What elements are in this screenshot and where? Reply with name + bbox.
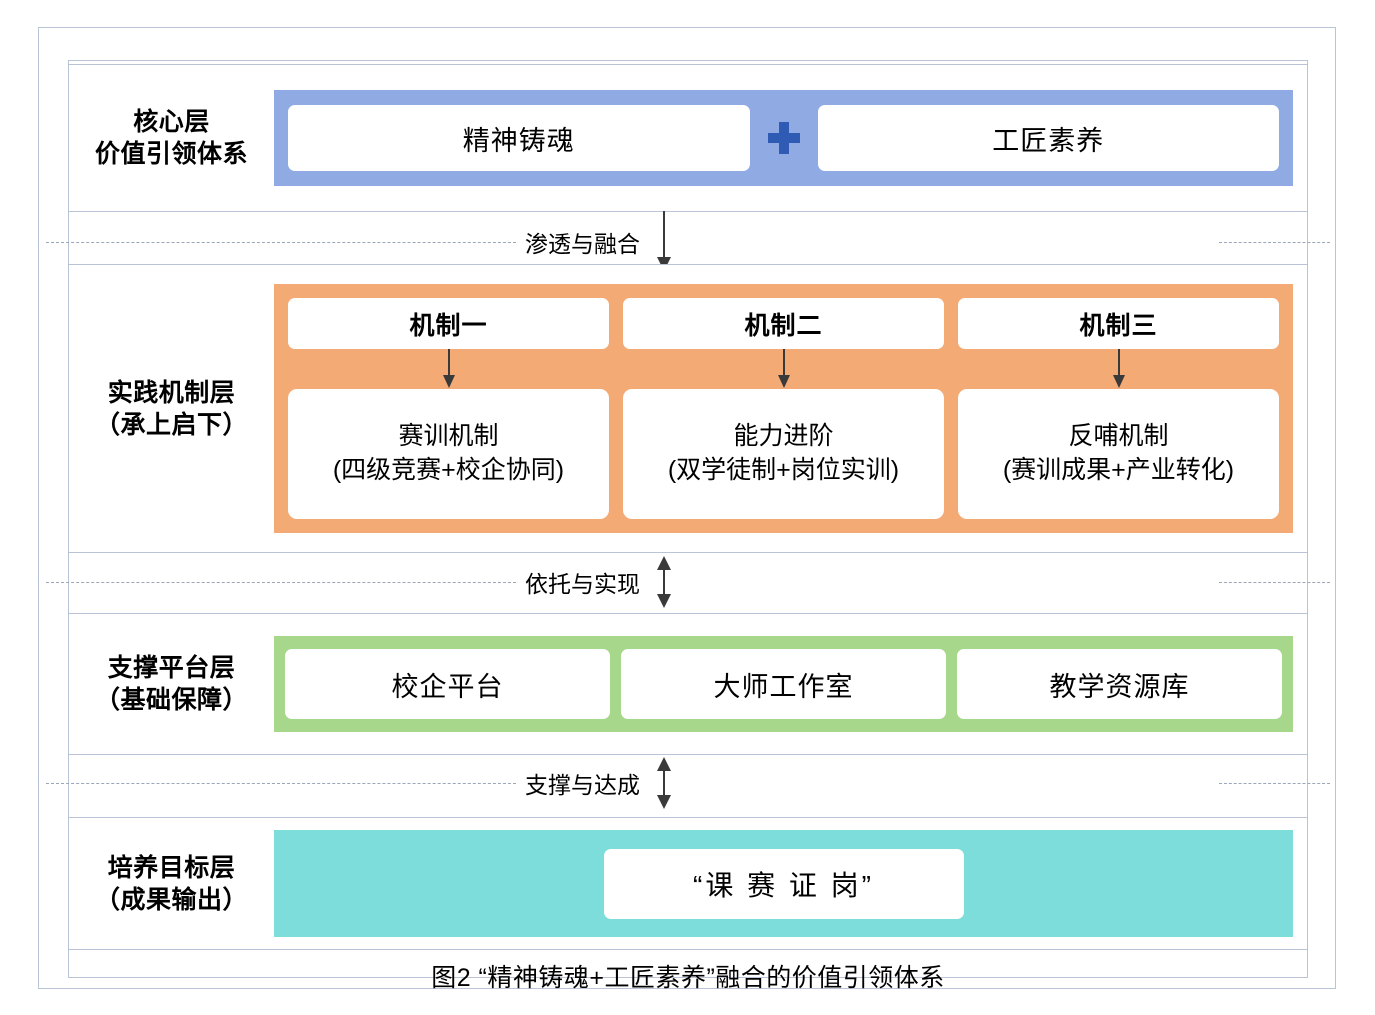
mechanism-1-head[interactable]: 机制一 [288,298,609,349]
connector-infiltration-label: 渗透与融合 [516,225,649,259]
mechanism-2-title: 能力进阶 [733,422,834,451]
layer-goal: 培养目标层 （成果输出） “课 赛 证 岗” [68,817,1308,950]
layer-mechanism: 实践机制层 （承上启下） 机制一 赛训机制 (四级竞赛+校企协同) [68,264,1308,553]
figure-caption: 图2 “精神铸魂+工匠素养”融合的价值引领体系 [431,964,945,992]
mechanism-2-head[interactable]: 机制二 [623,298,944,349]
layer-mechanism-label: 实践机制层 （承上启下） [94,378,248,439]
layer-platform: 支撑平台层 （基础保障） 校企平台 大师工作室 教学资源库 [68,613,1308,755]
mechanism-2-head-label: 机制二 [744,311,823,340]
connector-dash-right [1219,241,1330,243]
layer-platform-label: 支撑平台层 （基础保障） [94,654,248,714]
platform-band: 校企平台 大师工作室 教学资源库 [274,636,1293,732]
connector-support-achieve-label: 支撑与达成 [516,766,649,800]
mechanism-column-1: 机制一 赛训机制 (四级竞赛+校企协同) [288,298,609,519]
goal-band: “课 赛 证 岗” [274,830,1293,937]
mechanism-3-detail: (赛训成果+产业转化) [1002,456,1235,484]
platform-chip-master-studio[interactable]: 大师工作室 [621,649,946,719]
mechanism-3-body[interactable]: 反哺机制 (赛训成果+产业转化) [958,389,1279,519]
goal-chip-course-competition-certificate-post[interactable]: “课 赛 证 岗” [603,848,964,919]
connector-dash-left [46,782,516,784]
mechanism-2-detail: (双学徒制+岗位实训) [667,456,900,484]
core-band: 精神铸魂 工匠素养 [274,90,1293,186]
mechanism-3-head-label: 机制三 [1079,311,1158,340]
mechanism-band: 机制一 赛训机制 (四级竞赛+校企协同) 机制二 [274,284,1293,533]
mechanism-2-arrow-down-icon [623,349,944,389]
mechanism-2-body[interactable]: 能力进阶 (双学徒制+岗位实训) [623,389,944,519]
mechanism-1-head-label: 机制一 [409,311,488,340]
platform-chip-resource-library-label: 教学资源库 [1049,671,1190,702]
core-chip-craftsmanship[interactable]: 工匠素养 [817,105,1279,171]
platform-chip-school-enterprise-label: 校企平台 [391,671,504,702]
arrow-updown-icon [649,556,679,608]
connector-dash-right [1219,581,1330,583]
arrow-updown-icon [649,757,679,809]
connector-dash-left [46,241,516,243]
goal-chip-label: “课 赛 证 岗” [693,869,874,901]
layer-goal-label: 培养目标层 （成果输出） [94,853,248,914]
core-chip-craftsmanship-label: 工匠素养 [992,125,1105,156]
connector-dash-right [1219,782,1330,784]
mechanism-3-arrow-down-icon [958,349,1279,389]
mechanism-1-title: 赛训机制 [398,422,499,451]
layer-core: 核心层 价值引领体系 精神铸魂 工匠素养 [68,64,1308,212]
platform-chip-resource-library[interactable]: 教学资源库 [957,649,1282,719]
connector-support-realize: 依托与实现 [46,556,1330,608]
layer-core-label: 核心层 价值引领体系 [94,108,248,168]
connector-support-achieve: 支撑与达成 [46,757,1330,809]
mechanism-1-arrow-down-icon [288,349,609,389]
mechanism-3-title: 反哺机制 [1068,422,1169,451]
platform-chip-master-studio-label: 大师工作室 [713,671,854,702]
connector-dash-left [46,581,516,583]
mechanism-column-2: 机制二 能力进阶 (双学徒制+岗位实训) [623,298,944,519]
connector-support-realize-label: 依托与实现 [516,565,649,599]
plus-icon [750,118,818,158]
core-chip-spirit-label: 精神铸魂 [462,125,575,156]
core-chip-spirit[interactable]: 精神铸魂 [288,105,750,171]
mechanism-column-3: 机制三 反哺机制 (赛训成果+产业转化) [958,298,1279,519]
mechanism-1-detail: (四级竞赛+校企协同) [332,456,565,484]
mechanism-1-body[interactable]: 赛训机制 (四级竞赛+校企协同) [288,389,609,519]
connector-infiltration: 渗透与融合 [46,211,1330,271]
platform-chip-school-enterprise[interactable]: 校企平台 [285,649,610,719]
mechanism-3-head[interactable]: 机制三 [958,298,1279,349]
